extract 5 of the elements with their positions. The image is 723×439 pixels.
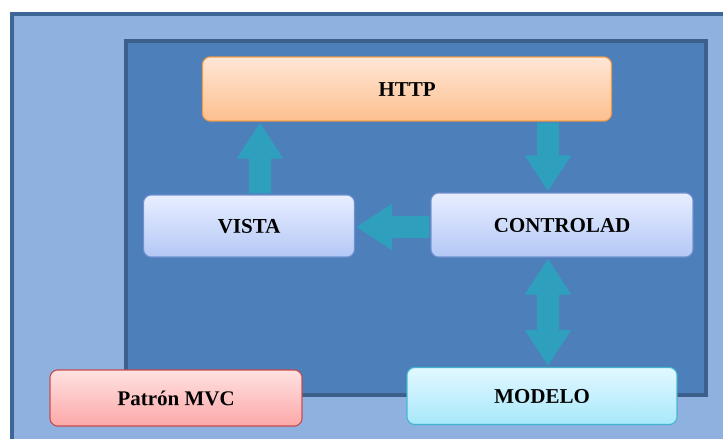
process-box: HTTP	[202, 56, 612, 122]
process-box: CONTROLAD	[430, 192, 694, 258]
process-box: MODELO	[406, 366, 678, 426]
process-box: Patrón MVC	[49, 369, 303, 427]
process-box: VISTA	[142, 194, 356, 258]
